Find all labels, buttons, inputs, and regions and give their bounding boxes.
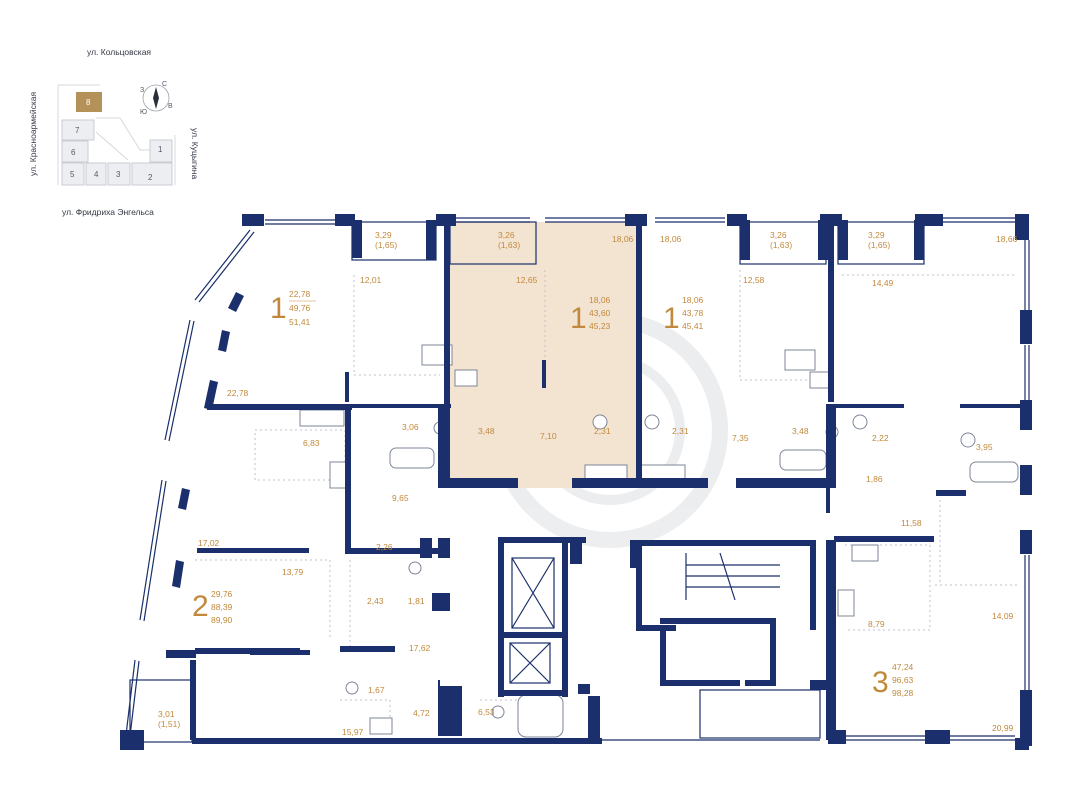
apt2-area-total: 43,60 bbox=[589, 308, 611, 318]
street-right: ул. Куцыгина bbox=[190, 128, 200, 179]
apt5-area-total: 96,63 bbox=[892, 675, 914, 685]
svg-text:З: З bbox=[140, 87, 144, 94]
apt3-area-total: 43,78 bbox=[682, 308, 704, 318]
room-area-label: 7,35 bbox=[732, 433, 749, 443]
compass-icon: С В Ю З bbox=[140, 81, 173, 116]
block-4-shape[interactable] bbox=[85, 162, 107, 186]
block-4-label: 4 bbox=[94, 170, 99, 179]
street-left: ул. Красноармейская bbox=[28, 92, 38, 176]
block-8-label: 8 bbox=[86, 98, 91, 107]
room-area-label: 9,65 bbox=[392, 493, 409, 503]
selected-apartment-highlight[interactable] bbox=[448, 222, 638, 488]
room-area-label: 2,31 bbox=[594, 426, 611, 436]
room-area-label: 20,99 bbox=[992, 723, 1014, 733]
block-6-label: 6 bbox=[71, 148, 76, 157]
room-area-label: 13,79 bbox=[282, 567, 304, 577]
street-top: ул. Кольцовская bbox=[87, 47, 151, 57]
apt1-area-total: 49,76 bbox=[289, 303, 311, 313]
room-area-label: 1,81 bbox=[408, 596, 425, 606]
apt2-rooms: 1 bbox=[570, 302, 587, 335]
block-3-label: 3 bbox=[116, 170, 121, 179]
room-area-label: 3,95 bbox=[976, 442, 993, 452]
apt3-rooms: 1 bbox=[663, 302, 680, 335]
room-area-label: 3,29(1,65) bbox=[868, 230, 890, 250]
site-map: ул. Кольцовская ул. Красноармейская ул. … bbox=[28, 47, 200, 217]
room-area-label: 3,01(1,51) bbox=[158, 709, 180, 729]
room-area-label: 3,06 bbox=[402, 422, 419, 432]
svg-text:С: С bbox=[162, 81, 167, 88]
apt1-rooms: 1 bbox=[270, 292, 287, 325]
room-area-label: 4,72 bbox=[413, 708, 430, 718]
room-area-label: 3,26(1,63) bbox=[498, 230, 520, 250]
room-area-label: 12,01 bbox=[360, 275, 382, 285]
svg-text:В: В bbox=[168, 103, 173, 110]
block-8-shape[interactable] bbox=[76, 92, 102, 112]
elevators-and-stairs bbox=[509, 552, 780, 684]
apt5-area-living: 47,24 bbox=[892, 662, 914, 672]
block-5-label: 5 bbox=[70, 170, 75, 179]
street-bottom: ул. Фридриха Энгельса bbox=[62, 207, 154, 217]
room-area-label: 1,86 bbox=[866, 474, 883, 484]
room-area-label: 6,53 bbox=[478, 707, 495, 717]
block-3-shape[interactable] bbox=[107, 162, 131, 186]
room-area-label: 14,09 bbox=[992, 611, 1014, 621]
block-7-label: 7 bbox=[75, 126, 80, 135]
room-area-label: 17,02 bbox=[198, 538, 220, 548]
room-area-label: 2,22 bbox=[872, 433, 889, 443]
room-area-label: 15,97 bbox=[342, 727, 364, 737]
apt3-area-full: 45,41 bbox=[682, 321, 704, 331]
apt3-area-living: 18,06 bbox=[682, 295, 704, 305]
room-area-label: 2,43 bbox=[367, 596, 384, 606]
block-7-shape[interactable] bbox=[61, 119, 95, 141]
block-6-shape[interactable] bbox=[61, 140, 89, 163]
room-area-label: 18,66 bbox=[996, 234, 1018, 244]
apt4-rooms: 2 bbox=[192, 590, 209, 623]
apt5-area-full: 98,28 bbox=[892, 688, 914, 698]
svg-text:Ю: Ю bbox=[140, 109, 147, 116]
room-area-label: 12,58 bbox=[743, 275, 765, 285]
room-area-label: 18,06 bbox=[660, 234, 682, 244]
room-area-label: 18,06 bbox=[612, 234, 634, 244]
room-area-label: 12,65 bbox=[516, 275, 538, 285]
room-area-label: 3,26(1,63) bbox=[770, 230, 792, 250]
room-area-label: 17,62 bbox=[409, 643, 431, 653]
room-labels: 3,29(1,65) 3,26(1,63) 18,06 18,06 3,26(1,63)… bbox=[158, 230, 1018, 737]
apt5-rooms: 3 bbox=[872, 666, 889, 699]
room-area-label: 2,26 bbox=[376, 542, 393, 552]
room-area-label: 3,48 bbox=[792, 426, 809, 436]
room-area-label: 8,79 bbox=[868, 619, 885, 629]
block-1-shape[interactable] bbox=[149, 139, 173, 163]
block-2-shape[interactable] bbox=[131, 162, 173, 186]
room-area-label: 11,58 bbox=[901, 518, 922, 528]
apt4-area-living: 29,76 bbox=[211, 589, 233, 599]
apartment-labels: 1 22,78 49,76 51,41 1 18,06 43,60 45,23 … bbox=[192, 289, 914, 699]
room-area-label: 22,78 bbox=[227, 388, 249, 398]
apt2-area-full: 45,23 bbox=[589, 321, 611, 331]
room-area-label: 3,48 bbox=[478, 426, 495, 436]
apt2-area-living: 18,06 bbox=[589, 295, 611, 305]
block-5-shape[interactable] bbox=[61, 162, 85, 186]
walls bbox=[120, 214, 1032, 750]
room-area-label: 1,67 bbox=[368, 685, 385, 695]
apt4-area-full: 89,90 bbox=[211, 615, 233, 625]
block-1-label: 1 bbox=[158, 145, 163, 154]
block-2-label: 2 bbox=[148, 173, 153, 182]
room-area-label: 6,83 bbox=[303, 438, 320, 448]
room-area-label: 7,10 bbox=[540, 431, 557, 441]
apt4-area-total: 88,39 bbox=[211, 602, 233, 612]
room-area-label: 3,29(1,65) bbox=[375, 230, 397, 250]
apt1-area-living: 22,78 bbox=[289, 289, 311, 299]
apt1-area-full: 51,41 bbox=[289, 317, 311, 327]
room-area-label: 2,31 bbox=[672, 426, 689, 436]
room-area-label: 14,49 bbox=[872, 278, 894, 288]
